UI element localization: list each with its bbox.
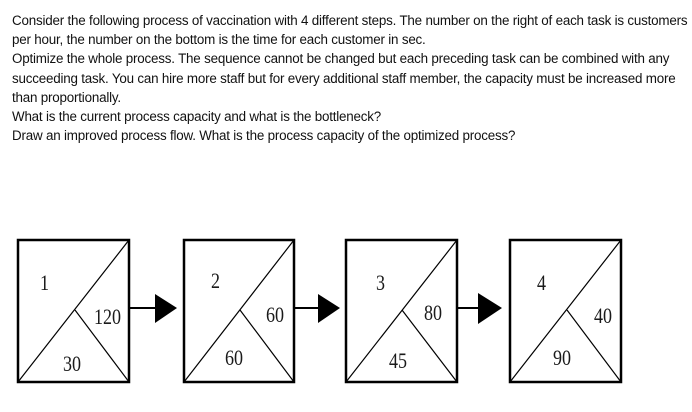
- process-step-box-4: [508, 238, 623, 384]
- step-capacity-1: 120: [94, 304, 122, 329]
- step-time-2: 60: [225, 345, 244, 370]
- step-id-4: 4: [537, 270, 547, 295]
- question-text: Consider the following process of vaccin…: [12, 11, 692, 145]
- process-step-box-1: [16, 238, 131, 384]
- question-paragraph-improve: Draw an improved process flow. What is t…: [12, 128, 516, 144]
- step-time-1: 30: [63, 351, 82, 376]
- right-arrow-icon: [294, 294, 340, 323]
- step-id-2: 2: [211, 268, 221, 293]
- step-id-1: 1: [40, 270, 50, 295]
- step-capacity-2: 60: [266, 302, 285, 327]
- process-step-box-3: [344, 238, 459, 384]
- question-paragraph-intro: Consider the following process of vaccin…: [12, 13, 688, 48]
- question-paragraph-rules: Optimize the whole process. The sequence…: [12, 51, 676, 105]
- process-step-box-2: [182, 238, 296, 384]
- step-time-4: 90: [553, 345, 572, 370]
- step-capacity-4: 40: [594, 303, 613, 328]
- process-flow-diagram: 1 120 30 2 60 60 3 80 45 4 40 90: [0, 230, 692, 412]
- right-arrow-icon: [129, 294, 177, 323]
- step-capacity-3: 80: [424, 300, 443, 325]
- step-time-3: 45: [389, 348, 408, 373]
- question-paragraph-capacity: What is the current process capacity and…: [12, 109, 382, 125]
- step-id-3: 3: [376, 270, 386, 295]
- right-arrow-icon: [457, 293, 502, 324]
